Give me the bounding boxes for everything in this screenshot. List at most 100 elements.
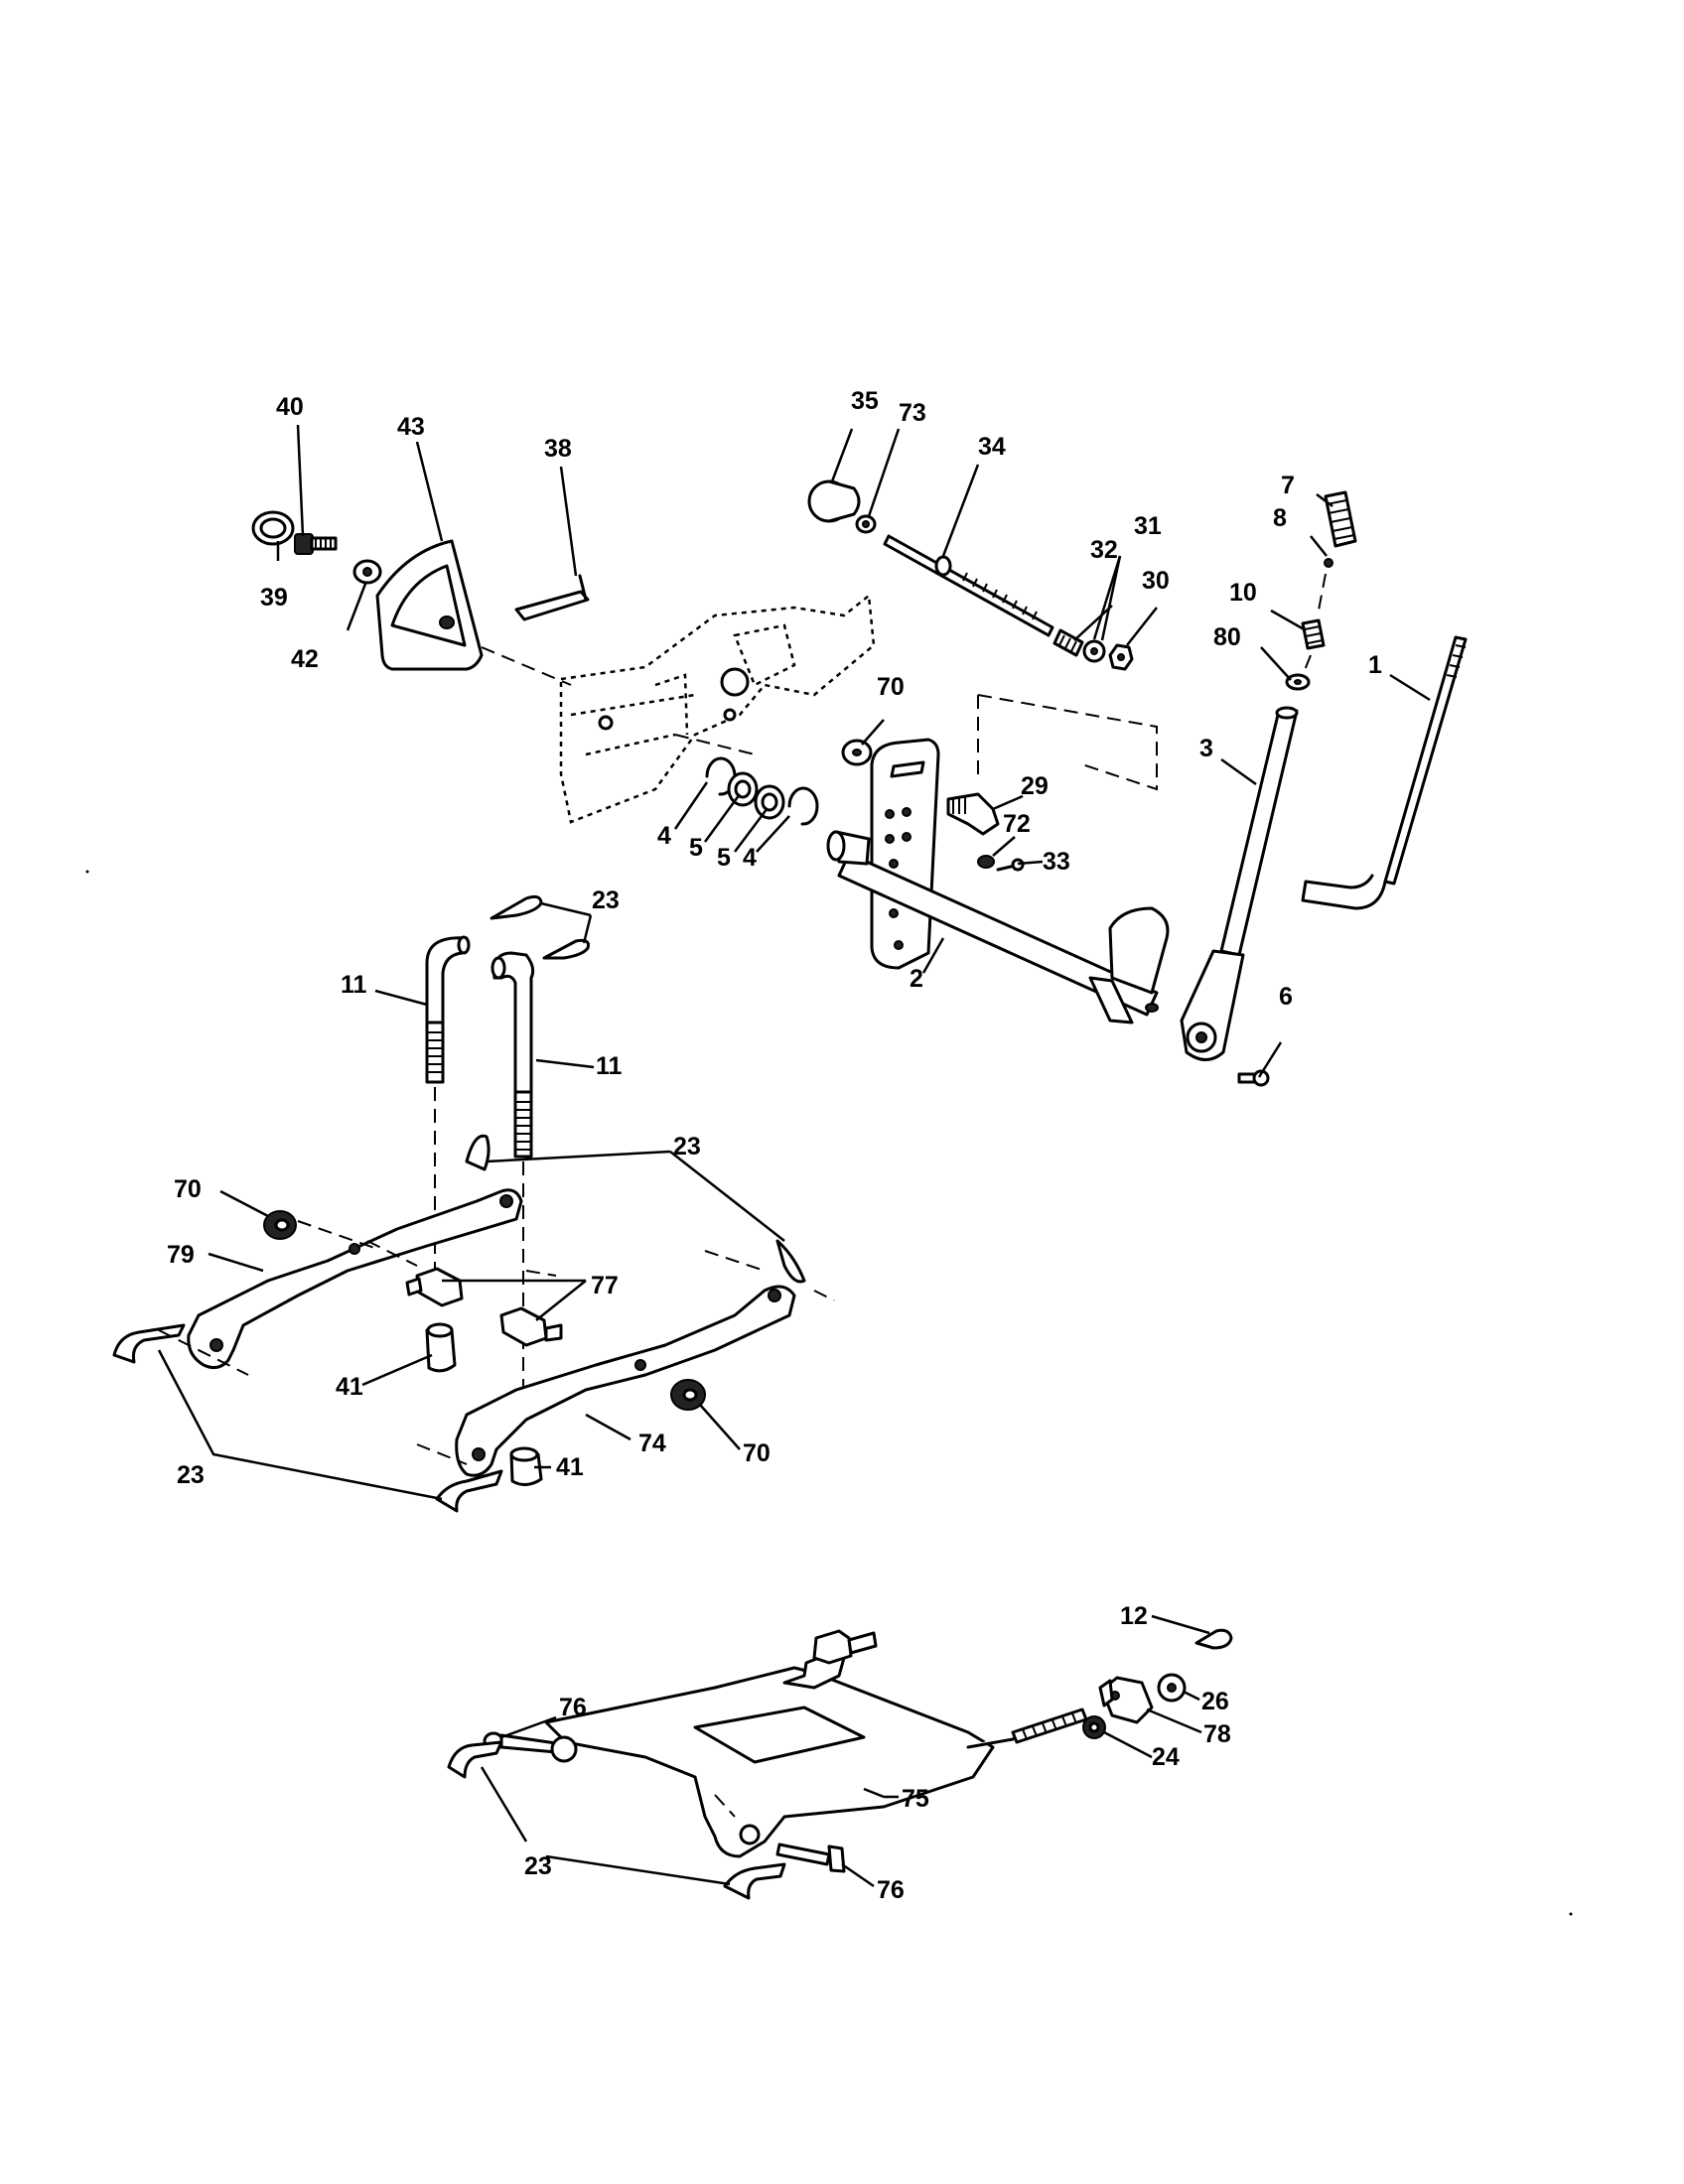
- washer-70a: [841, 739, 873, 766]
- pin-23e: [112, 1323, 186, 1364]
- washer-80: [1285, 673, 1311, 691]
- bolt-40: [294, 533, 338, 555]
- washer-5b: [754, 784, 785, 820]
- lever-plate: [870, 738, 940, 970]
- callout-8: 8: [1273, 504, 1287, 532]
- pin-12: [1194, 1628, 1233, 1650]
- pin-23a: [490, 894, 543, 920]
- clevis-78: [1098, 1676, 1154, 1724]
- cap-41b: [509, 1446, 543, 1486]
- washer-72: [977, 855, 995, 869]
- callout-4a: 4: [657, 822, 671, 850]
- block-77b: [499, 1306, 563, 1347]
- callout-75: 75: [902, 1785, 929, 1813]
- cap-41a: [425, 1322, 457, 1373]
- rod-11b: [491, 951, 535, 1159]
- clip-23c: [465, 1134, 491, 1171]
- pin-8: [1324, 558, 1333, 568]
- knob-43: [375, 539, 484, 671]
- washer-31: [1082, 639, 1106, 663]
- nut-26: [1157, 1673, 1187, 1703]
- callout-11a: 11: [341, 971, 367, 999]
- callout-23d: 23: [524, 1852, 552, 1880]
- rod-11a: [425, 935, 471, 1084]
- callout-5a: 5: [689, 834, 703, 862]
- callout-23b: 23: [673, 1133, 701, 1160]
- callout-38: 38: [544, 435, 572, 463]
- callout-73: 73: [899, 399, 926, 427]
- callout-39: 39: [260, 584, 288, 612]
- lever-3: [1180, 706, 1299, 1061]
- callout-76a: 76: [559, 1694, 587, 1721]
- block-77a: [405, 1267, 464, 1307]
- link-74: [455, 1285, 796, 1477]
- spring-32: [1052, 628, 1084, 657]
- callout-72: 72: [1003, 810, 1031, 838]
- leader-lines: [157, 424, 1431, 1888]
- rod-34: [883, 534, 1054, 637]
- ring-39: [251, 510, 295, 546]
- callout-70a: 70: [877, 673, 905, 701]
- washer-70c: [670, 1379, 706, 1411]
- knob-35: [807, 479, 861, 523]
- callout-10: 10: [1229, 579, 1257, 607]
- callout-26: 26: [1201, 1688, 1229, 1715]
- callout-70c: 70: [743, 1439, 771, 1467]
- ring-4b: [787, 786, 819, 826]
- callout-74: 74: [638, 1430, 666, 1457]
- pin-23f: [435, 1469, 503, 1513]
- callout-11b: 11: [596, 1052, 623, 1080]
- callout-3: 3: [1199, 735, 1213, 762]
- pin-23h: [723, 1862, 786, 1900]
- link-79: [187, 1188, 523, 1370]
- callout-33: 33: [1043, 848, 1070, 876]
- callout-43: 43: [397, 413, 425, 441]
- callout-32: 32: [1090, 536, 1118, 564]
- nut-30: [1108, 643, 1134, 671]
- callout-labels: 40 43 38 39 42 35 73 34 7 8 31 32 30 10 …: [167, 387, 1382, 1904]
- pin-23b: [542, 938, 590, 960]
- callout-42: 42: [291, 645, 319, 673]
- callout-23c: 23: [177, 1461, 205, 1489]
- clip-38: [514, 574, 590, 621]
- callout-24: 24: [1152, 1743, 1180, 1771]
- nut-24: [1082, 1715, 1106, 1739]
- washer-42: [352, 559, 382, 585]
- scan-dot: [1569, 1912, 1573, 1916]
- callout-31: 31: [1134, 512, 1162, 540]
- rod-1: [1301, 635, 1468, 910]
- callout-29: 29: [1021, 772, 1049, 800]
- callout-23a: 23: [592, 887, 620, 914]
- bracket-75: [544, 1654, 1030, 1858]
- clip-23d: [775, 1239, 806, 1284]
- grip-7: [1324, 490, 1357, 548]
- callout-78: 78: [1203, 1720, 1231, 1748]
- callout-1: 1: [1368, 651, 1382, 679]
- washer-5a: [727, 771, 759, 807]
- callout-40: 40: [276, 393, 304, 421]
- callout-41b: 41: [556, 1453, 584, 1481]
- callout-4b: 4: [743, 844, 757, 872]
- pin-23g: [447, 1740, 503, 1779]
- callout-77: 77: [591, 1272, 619, 1299]
- bolt-33: [996, 858, 1025, 872]
- washer-73: [855, 514, 877, 534]
- scan-dot: [85, 870, 89, 874]
- bushing-29: [946, 792, 1000, 836]
- callout-70b: 70: [174, 1175, 202, 1203]
- bolt-top: [812, 1629, 878, 1665]
- callout-7: 7: [1281, 472, 1295, 499]
- shaft-2: [826, 830, 1170, 1024]
- callout-35: 35: [851, 387, 879, 415]
- callout-34: 34: [978, 433, 1006, 461]
- callout-30: 30: [1142, 567, 1170, 595]
- callout-80: 80: [1213, 623, 1241, 651]
- screw-6: [1237, 1069, 1270, 1087]
- callout-5b: 5: [717, 844, 731, 872]
- callout-79: 79: [167, 1241, 195, 1269]
- callout-2: 2: [910, 965, 923, 993]
- washer-70b: [263, 1210, 297, 1240]
- callout-12: 12: [1120, 1602, 1148, 1630]
- adjuster-rod: [1011, 1707, 1088, 1744]
